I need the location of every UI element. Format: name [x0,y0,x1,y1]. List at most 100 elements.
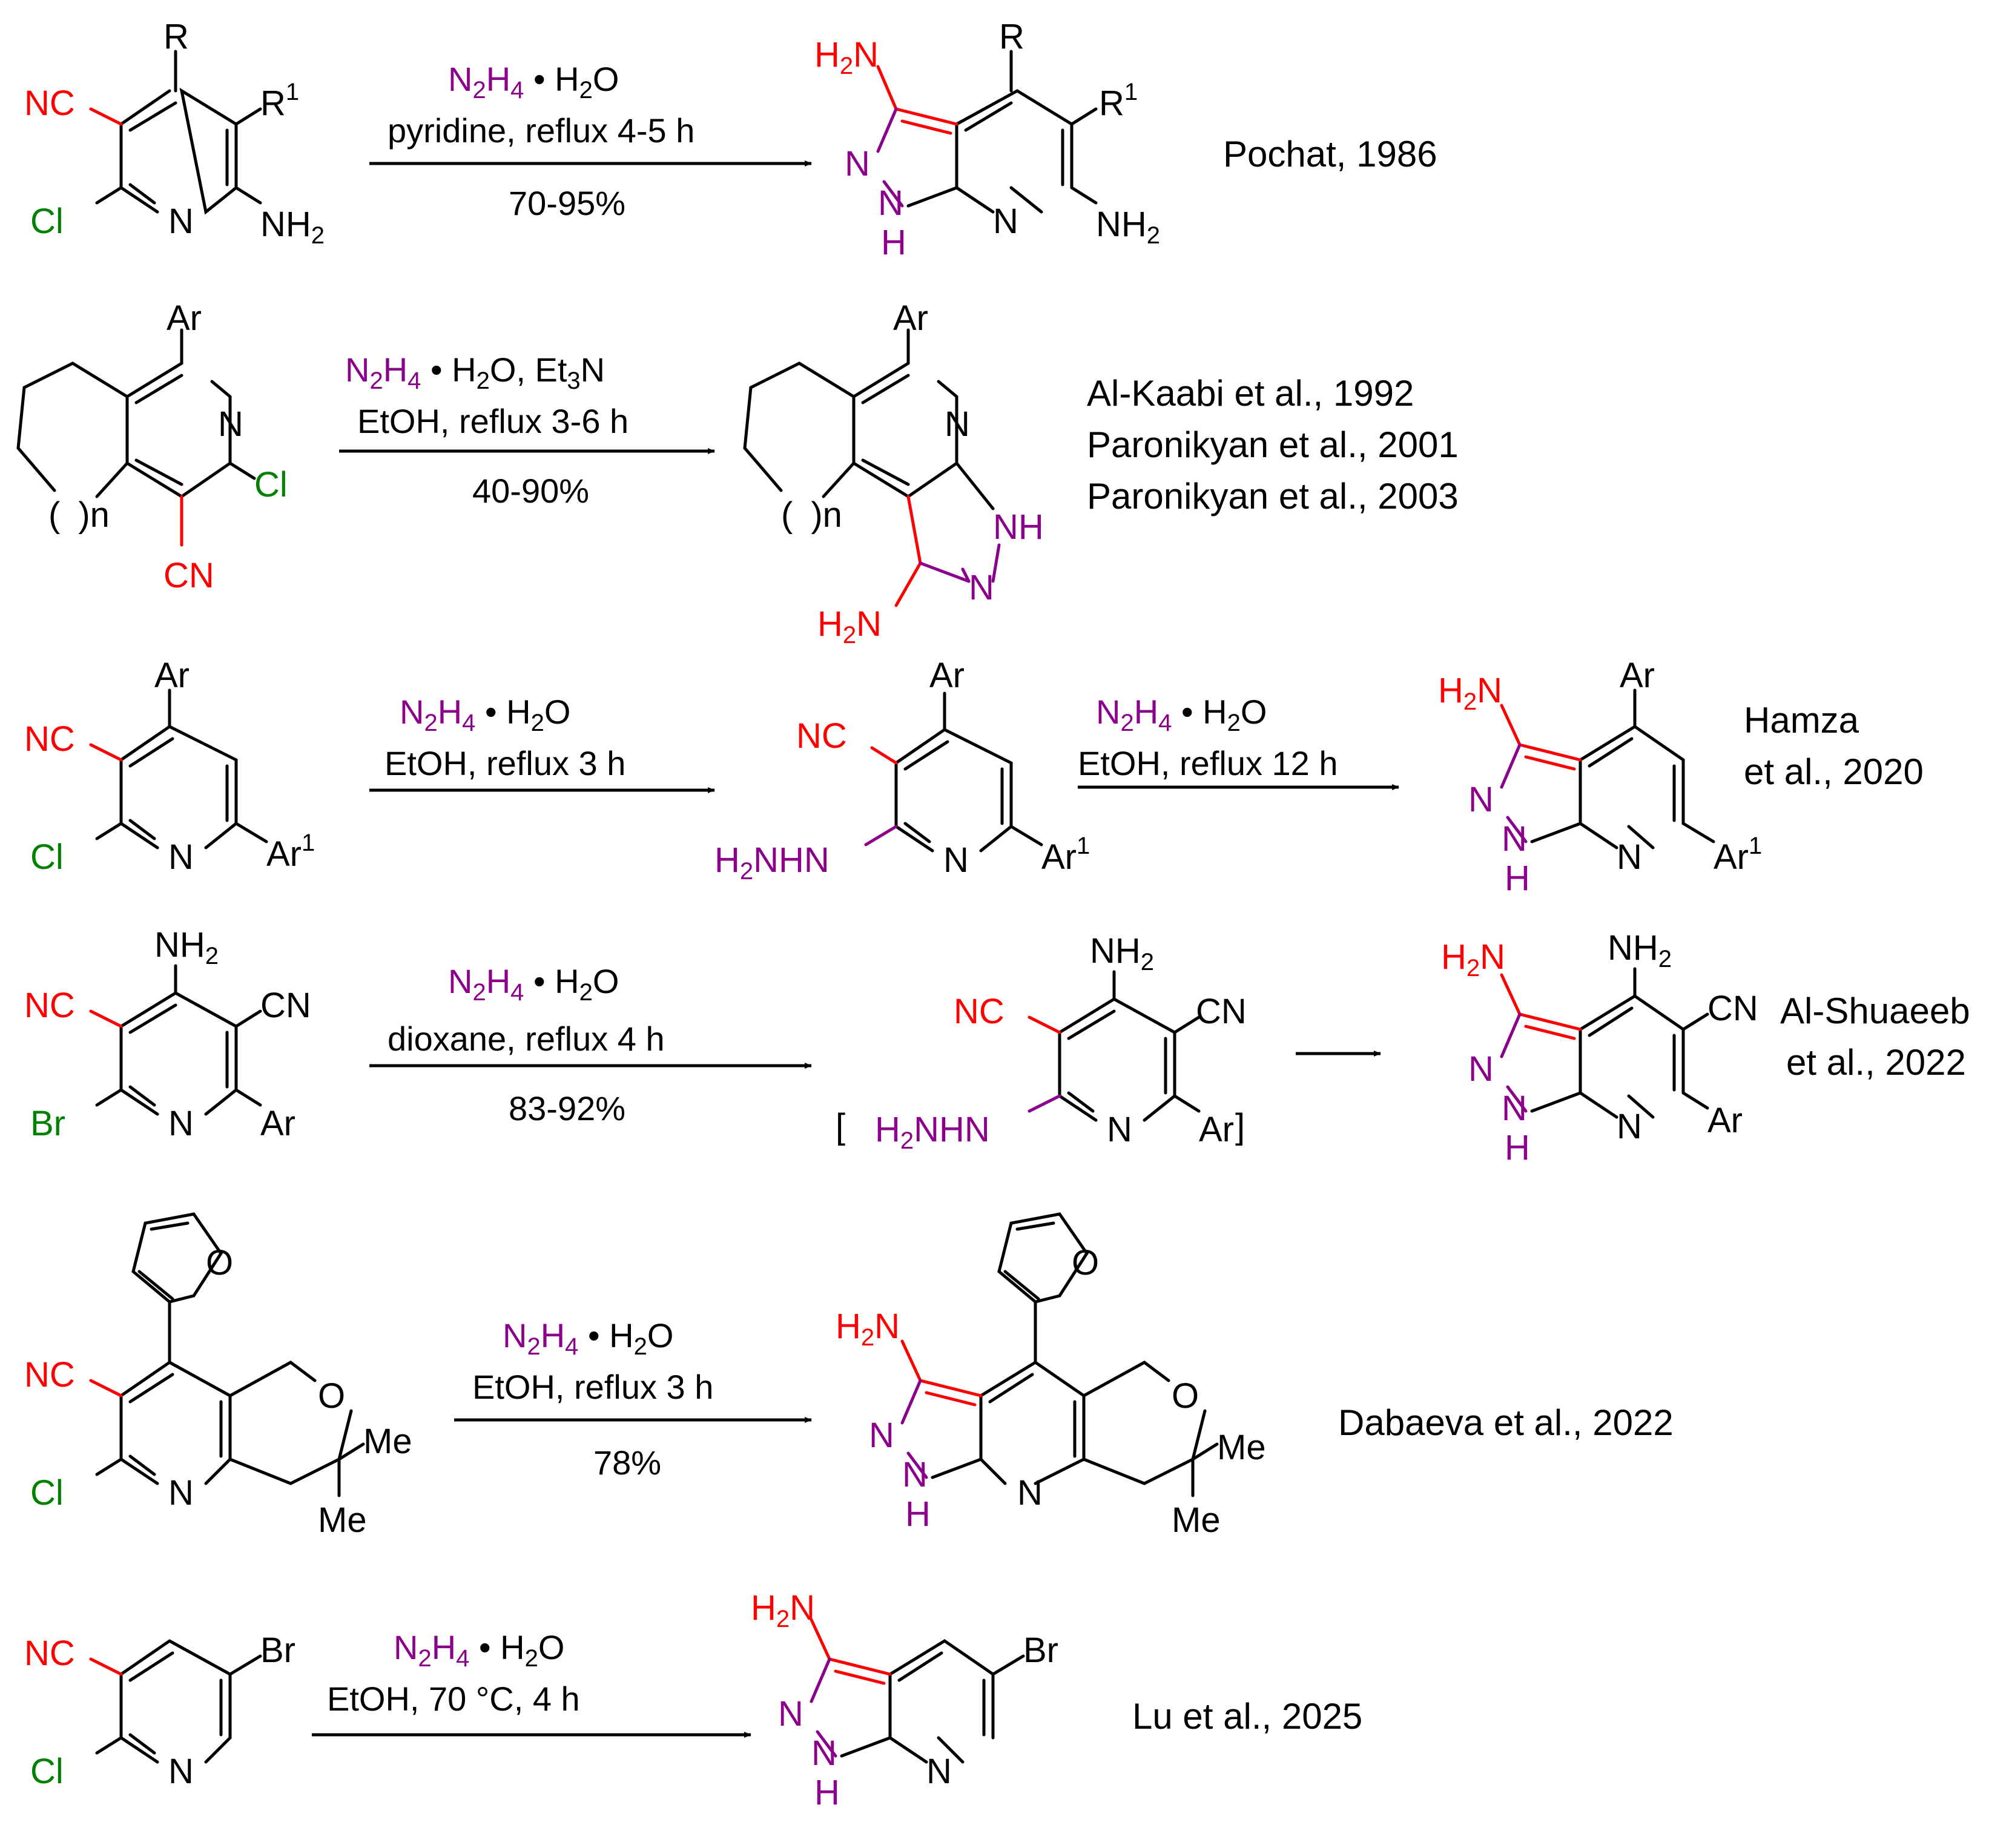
row3-ar1: Ar1 [266,830,315,874]
row3-ar: Ar [154,656,190,695]
product1-nh2: NH2 [1096,205,1160,249]
product2-nh: NH [993,507,1044,547]
row4-product: NH2 H2N CN N N H N Ar [1441,928,1758,1167]
row2-ring-n: N [218,404,243,444]
product3-ar: Ar [1620,656,1655,695]
row4-br: Br [30,1104,65,1143]
product6-n1: N [778,1694,803,1734]
row6-solvent: EtOH, 70 °C, 4 h [327,1680,580,1718]
product5-me-2: Me [1172,1500,1221,1540]
row3-intermediate: Ar NC H2NHN N Ar1 [714,656,1090,885]
product2-ring-n: N [945,404,970,444]
product1-n2: N [878,183,903,223]
row2-cn: CN [163,556,214,595]
row1-conditions: N2H4 • H2O pyridine, reflux 4-5 h 70-95% [369,60,812,222]
row2-conditions: N2H4 • H2O, Et3N EtOH, reflux 3-6 h 40-9… [339,351,715,510]
product3-ar1: Ar1 [1714,833,1762,877]
label-nh2: NH2 [260,205,325,249]
product4-ar: Ar [1707,1101,1743,1140]
row1-product: R R1 H2N N N H N NH2 [814,17,1160,262]
product3-h: H [1505,859,1530,898]
product5-ring-n: N [1017,1473,1043,1513]
row5-conditions: N2H4 • H2O EtOH, reflux 3 h 78% [454,1316,812,1482]
row4-reactant: NH2 NC CN Br N Ar [24,925,311,1143]
row2-solvent: EtOH, reflux 3-6 h [357,402,628,440]
row3-step2-solvent: EtOH, reflux 12 h [1078,744,1338,782]
product4-cn: CN [1707,989,1758,1028]
row-4-al-shuaeeb: NH2 NC CN Br N Ar N2H4 • H2O dioxane, re… [24,925,1970,1167]
intermediate3-ar1: Ar1 [1041,833,1090,877]
product4-ring-n: N [1617,1107,1642,1146]
row5-product: O O H2N N N H N Me Me [836,1212,1266,1540]
row5-solvent: EtOH, reflux 3 h [472,1368,713,1406]
row6-reactant: NC Br Cl N [24,1631,295,1791]
product6-ring-n: N [926,1752,952,1791]
row3-step2-conditions: N2H4 • H2O EtOH, reflux 12 h [1078,693,1399,790]
row6-br: Br [260,1631,295,1670]
intermediate3-ar: Ar [929,656,965,695]
row3-step2-reagent: N2H4 • H2O [1096,693,1267,736]
row3-reference-2: et al., 2020 [1744,751,1924,792]
product1-n1: N [845,144,870,183]
product1-h2n: H2N [814,35,879,79]
product5-h: H [905,1494,931,1534]
intermediate3-ring-n: N [943,840,969,880]
row6-conditions: N2H4 • H2O EtOH, 70 °C, 4 h [312,1628,751,1738]
intermediate3-nc: NC [796,716,847,756]
label-nc: NC [24,84,75,123]
intermediate4-h2nhn: H2NHN [875,1110,990,1154]
row2-cl: Cl [254,465,288,504]
product1-r: R [999,17,1024,56]
row-3-hamza: Ar NC Cl N Ar1 N2H4 • H2O EtOH, reflux 3… [24,656,1924,898]
product3-h2n: H2N [1438,671,1502,715]
product4-n1: N [1468,1049,1494,1089]
row3-product: Ar H2N N N H N Ar1 [1438,656,1762,898]
intermediate4-nh2: NH2 [1090,931,1154,975]
row4-cn: CN [260,986,311,1025]
row-1-pochat: R R1 NC Cl N NH2 N2H4 • H2O pyridine, re… [24,17,1437,262]
product2-h2n: H2N [817,604,882,648]
product6-h2n: H2N [751,1588,815,1632]
row1-solvent: pyridine, reflux 4-5 h [388,111,694,150]
intermediate4-ar: Ar [1199,1110,1234,1149]
label-ring-n: N [168,202,194,241]
row2-reference-3: Paronikyan et al., 2003 [1087,476,1459,516]
row-5-dabaeva: O O NC Cl N Me Me N2H4 • H2O EtOH, reflu… [24,1212,1674,1540]
row4-nh2: NH2 [154,925,219,969]
row1-reactant: R R1 NC Cl N NH2 [24,17,325,249]
row6-product: H2N Br N N H N [751,1588,1058,1812]
product1-h: H [881,223,906,262]
bracket-open: [ [836,1107,845,1146]
row2-reference-2: Paronikyan et al., 2001 [1087,424,1459,465]
row4-yield: 83-92% [509,1089,625,1127]
product6-br: Br [1023,1631,1058,1670]
intermediate4-cn: CN [1196,992,1247,1031]
label-r: R [163,17,189,56]
row3-nc: NC [24,719,75,759]
row3-cl: Cl [30,837,64,877]
row3-step1-conditions: N2H4 • H2O EtOH, reflux 3 h [369,693,715,793]
row3-step1-solvent: EtOH, reflux 3 h [384,744,625,782]
row6-reagent: N2H4 • H2O [394,1628,564,1672]
product3-n2: N [1502,819,1527,859]
row6-nc: NC [24,1634,75,1673]
row5-reagent: N2H4 • H2O [503,1316,673,1360]
row-6-lu: NC Br Cl N N2H4 • H2O EtOH, 70 °C, 4 h H… [24,1588,1362,1812]
bracket-close: ] [1235,1107,1245,1146]
row4-reference-1: Al-Shuaeeb [1780,991,1970,1031]
row5-reference: Dabaeva et al., 2022 [1338,1402,1674,1443]
row2-paren: ()n [48,495,110,535]
row4-conditions: N2H4 • H2O dioxane, reflux 4 h 83-92% [369,962,812,1127]
product4-h: H [1505,1128,1530,1167]
row4-solvent: dioxane, reflux 4 h [388,1020,665,1058]
row1-yield: 70-95% [509,184,625,222]
row5-yield: 78% [593,1444,661,1482]
row4-ring-n: N [168,1104,194,1143]
row4-reagent: N2H4 • H2O [448,962,619,1006]
row2-reactant: Ar N Cl CN ()n [16,299,288,595]
product5-o-furan: O [1072,1243,1099,1282]
row-2-al-kaabi: Ar N Cl CN ()n N2H4 • H2O, Et3N EtOH, re… [16,299,1459,648]
row2-ar: Ar [167,299,202,338]
label-cl: Cl [30,202,64,241]
